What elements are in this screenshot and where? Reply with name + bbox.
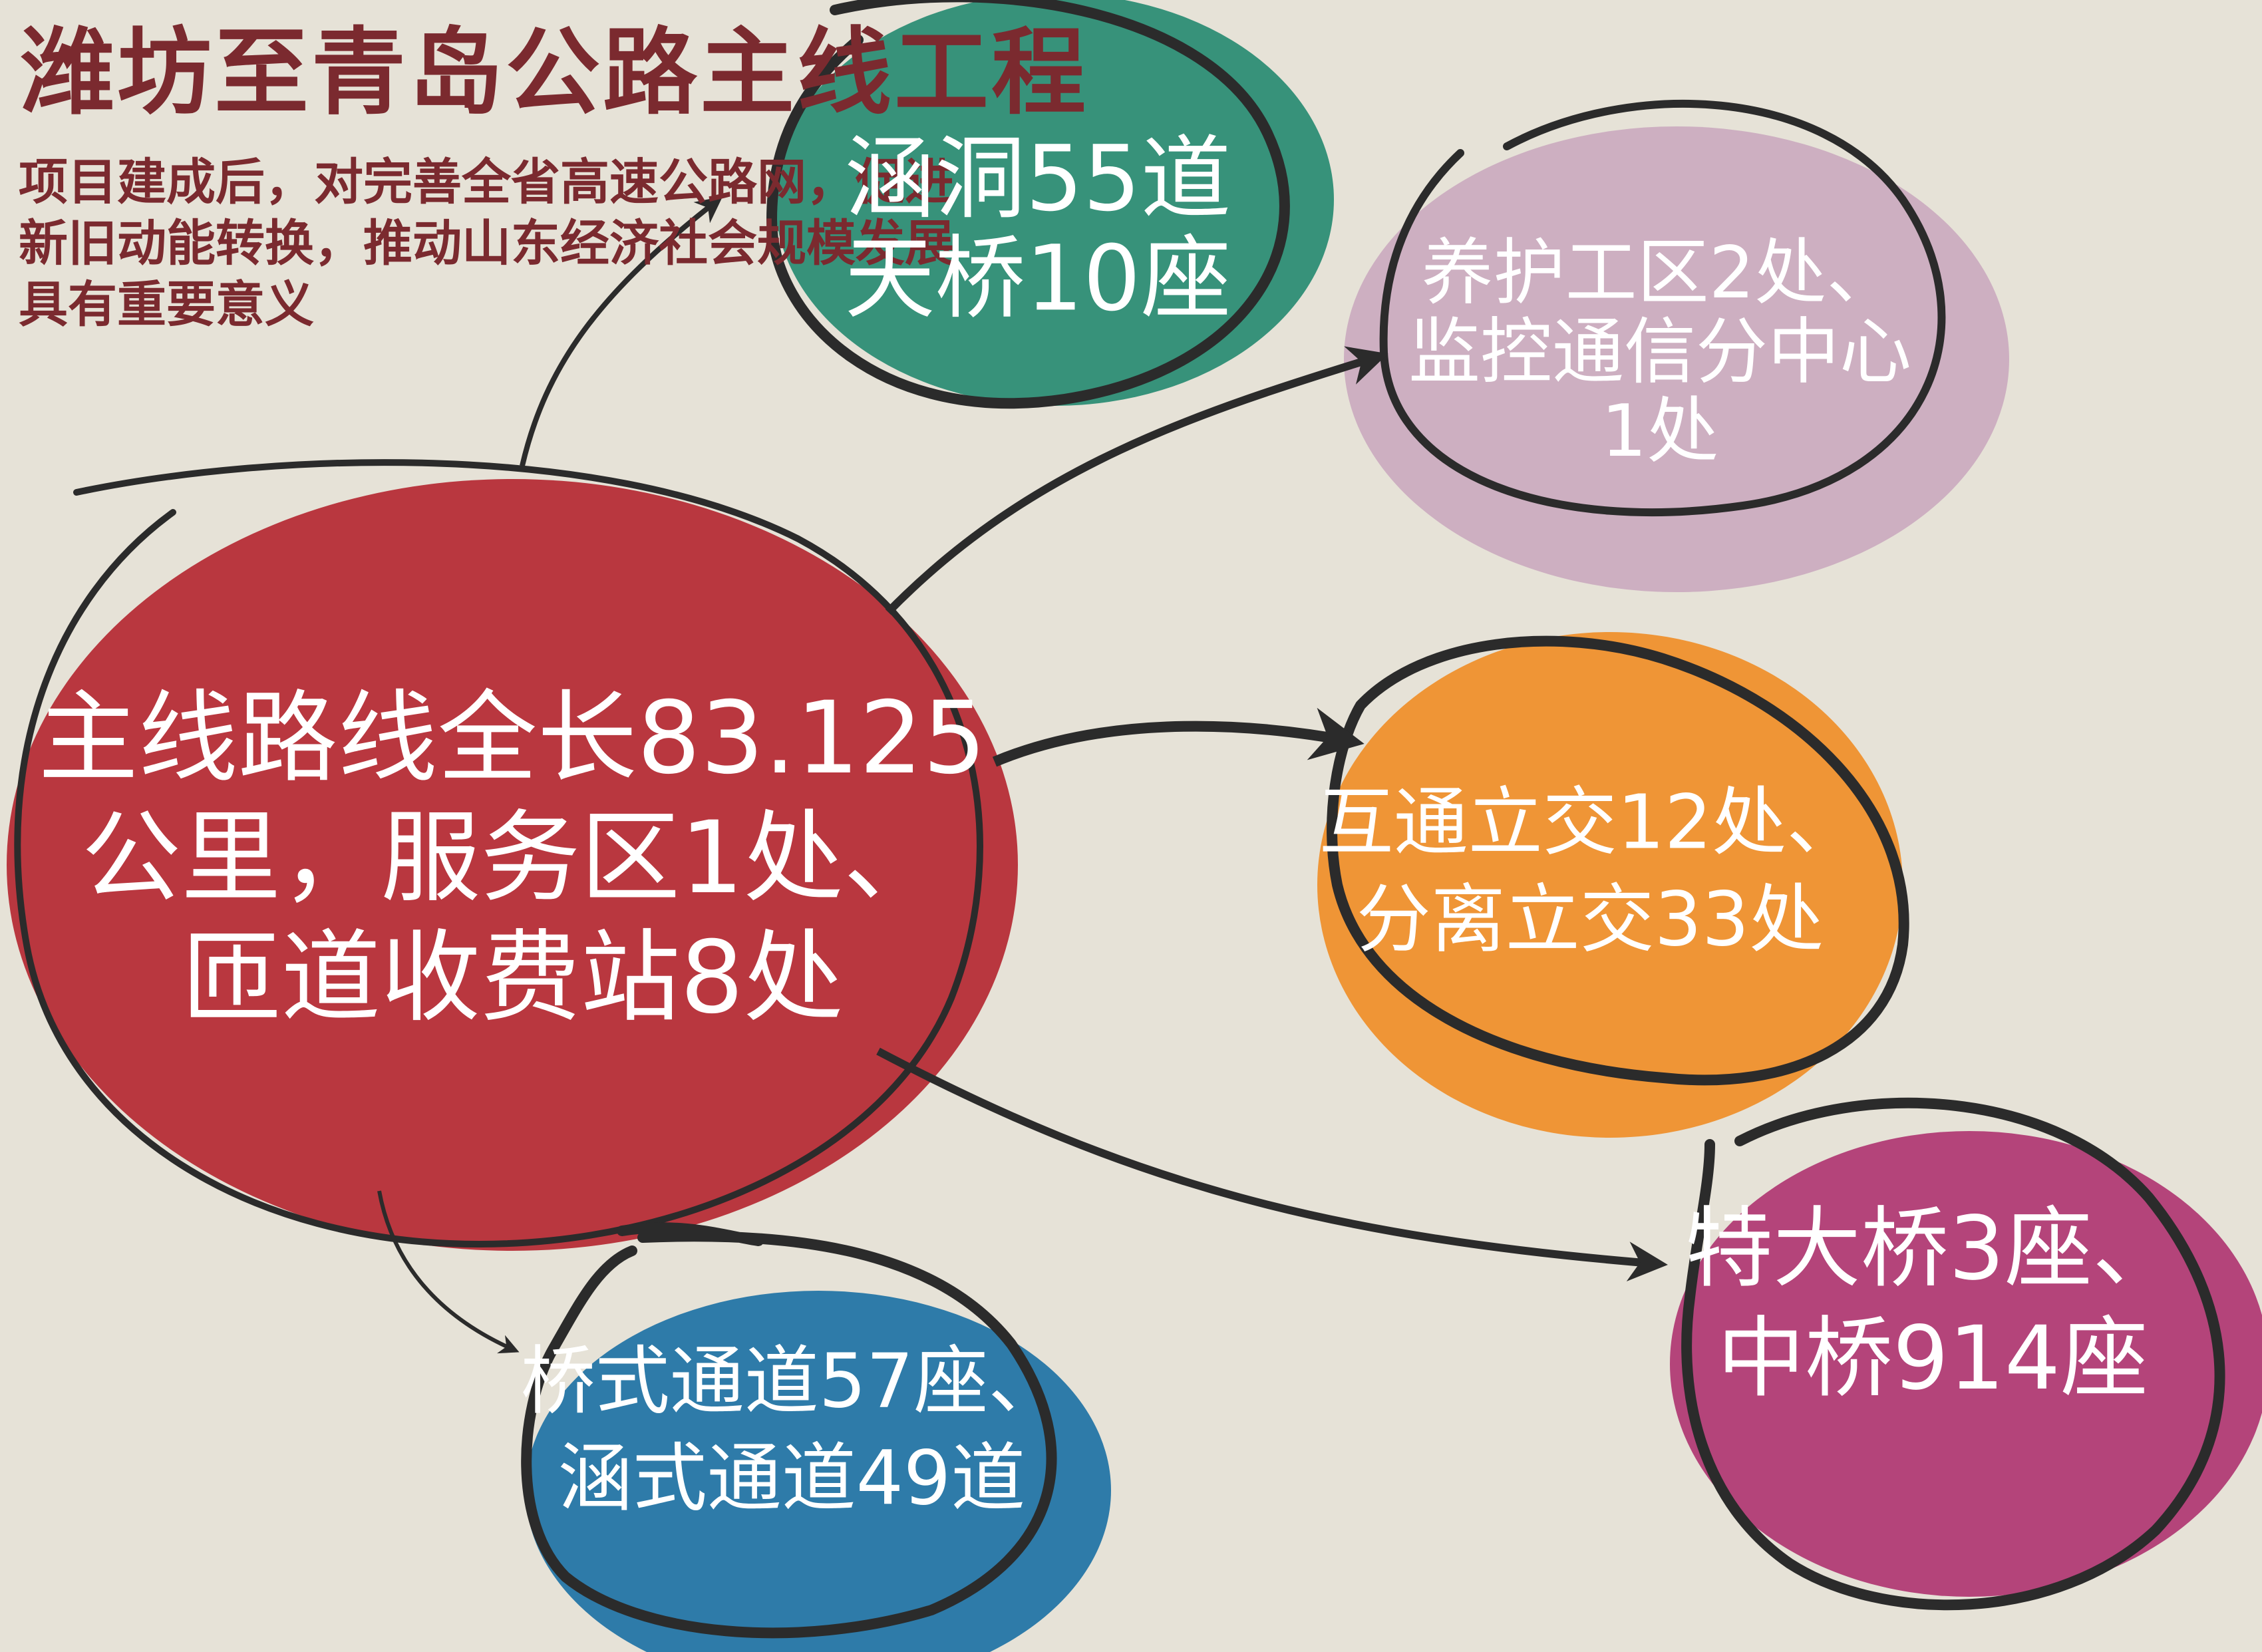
node-passages: 桥式通道57座、 涵式通道49道 [521,1333,1063,1527]
node-culverts-shape [766,0,1334,409]
center-node-line: 匝道收费站8处 [181,920,844,1036]
node-interchanges: 互通立交12处、 分离立交33处 [1319,774,1861,968]
node-maintenance-line: 1处 [1601,389,1719,473]
node-interchanges-line: 分离立交33处 [1356,876,1824,963]
node-maintenance-line: 监控通信分中心 [1408,310,1912,394]
node-bridges: 特大桥3座、 中桥914座 [1685,1194,2180,1414]
subtitle-line: 新旧动能转换，推动山东经济社会规模发展 [19,215,954,272]
node-bridges-shape [1670,1097,2262,1611]
node-maintenance: 养护工区2处、 监控通信分中心 1处 [1408,234,1911,471]
node-maintenance-shape [1344,99,2009,592]
node-passages-shape [521,1222,1111,1652]
node-culverts-line: 涵洞55道 [844,126,1231,232]
node-culverts-line: 天桥10座 [844,226,1231,331]
node-passages-line: 涵式通道49道 [558,1435,1026,1522]
node-maintenance-line: 养护工区2处、 [1421,231,1899,315]
center-node-line: 主线路线全长83.125 [38,681,987,796]
arrow-to-bridges [876,1047,1668,1282]
node-interchanges-shape [1317,632,1909,1138]
center-node: 主线路线全长83.125 公里，服务区1处、 匝道收费站8处 [39,679,987,1038]
arrow-to-culverts [520,196,723,466]
node-culverts: 涵洞55道 天桥10座 [844,130,1231,329]
arrow-to-maintenance [885,346,1388,615]
center-node-line: 公里，服务区1处、 [81,800,943,916]
page-title: 潍坊至青岛公路主线工程 [20,18,1088,128]
node-bridges-line: 特大桥3座、 [1685,1198,2180,1300]
subtitle: 项目建成后，对完善全省高速公路网，促进 新旧动能转换，推动山东经济社会规模发展 … [19,152,954,335]
subtitle-line: 项目建成后，对完善全省高速公路网，促进 [19,154,954,211]
subtitle-line: 具有重要意义 [19,276,314,333]
arrow-to-passages [377,1190,520,1354]
arrow-to-interchanges [992,707,1365,767]
node-bridges-line: 中桥914座 [1717,1307,2148,1410]
node-passages-line: 桥式通道57座、 [520,1338,1063,1425]
node-interchanges-line: 互通立交12处、 [1319,779,1861,866]
center-node-shape [7,459,1018,1251]
